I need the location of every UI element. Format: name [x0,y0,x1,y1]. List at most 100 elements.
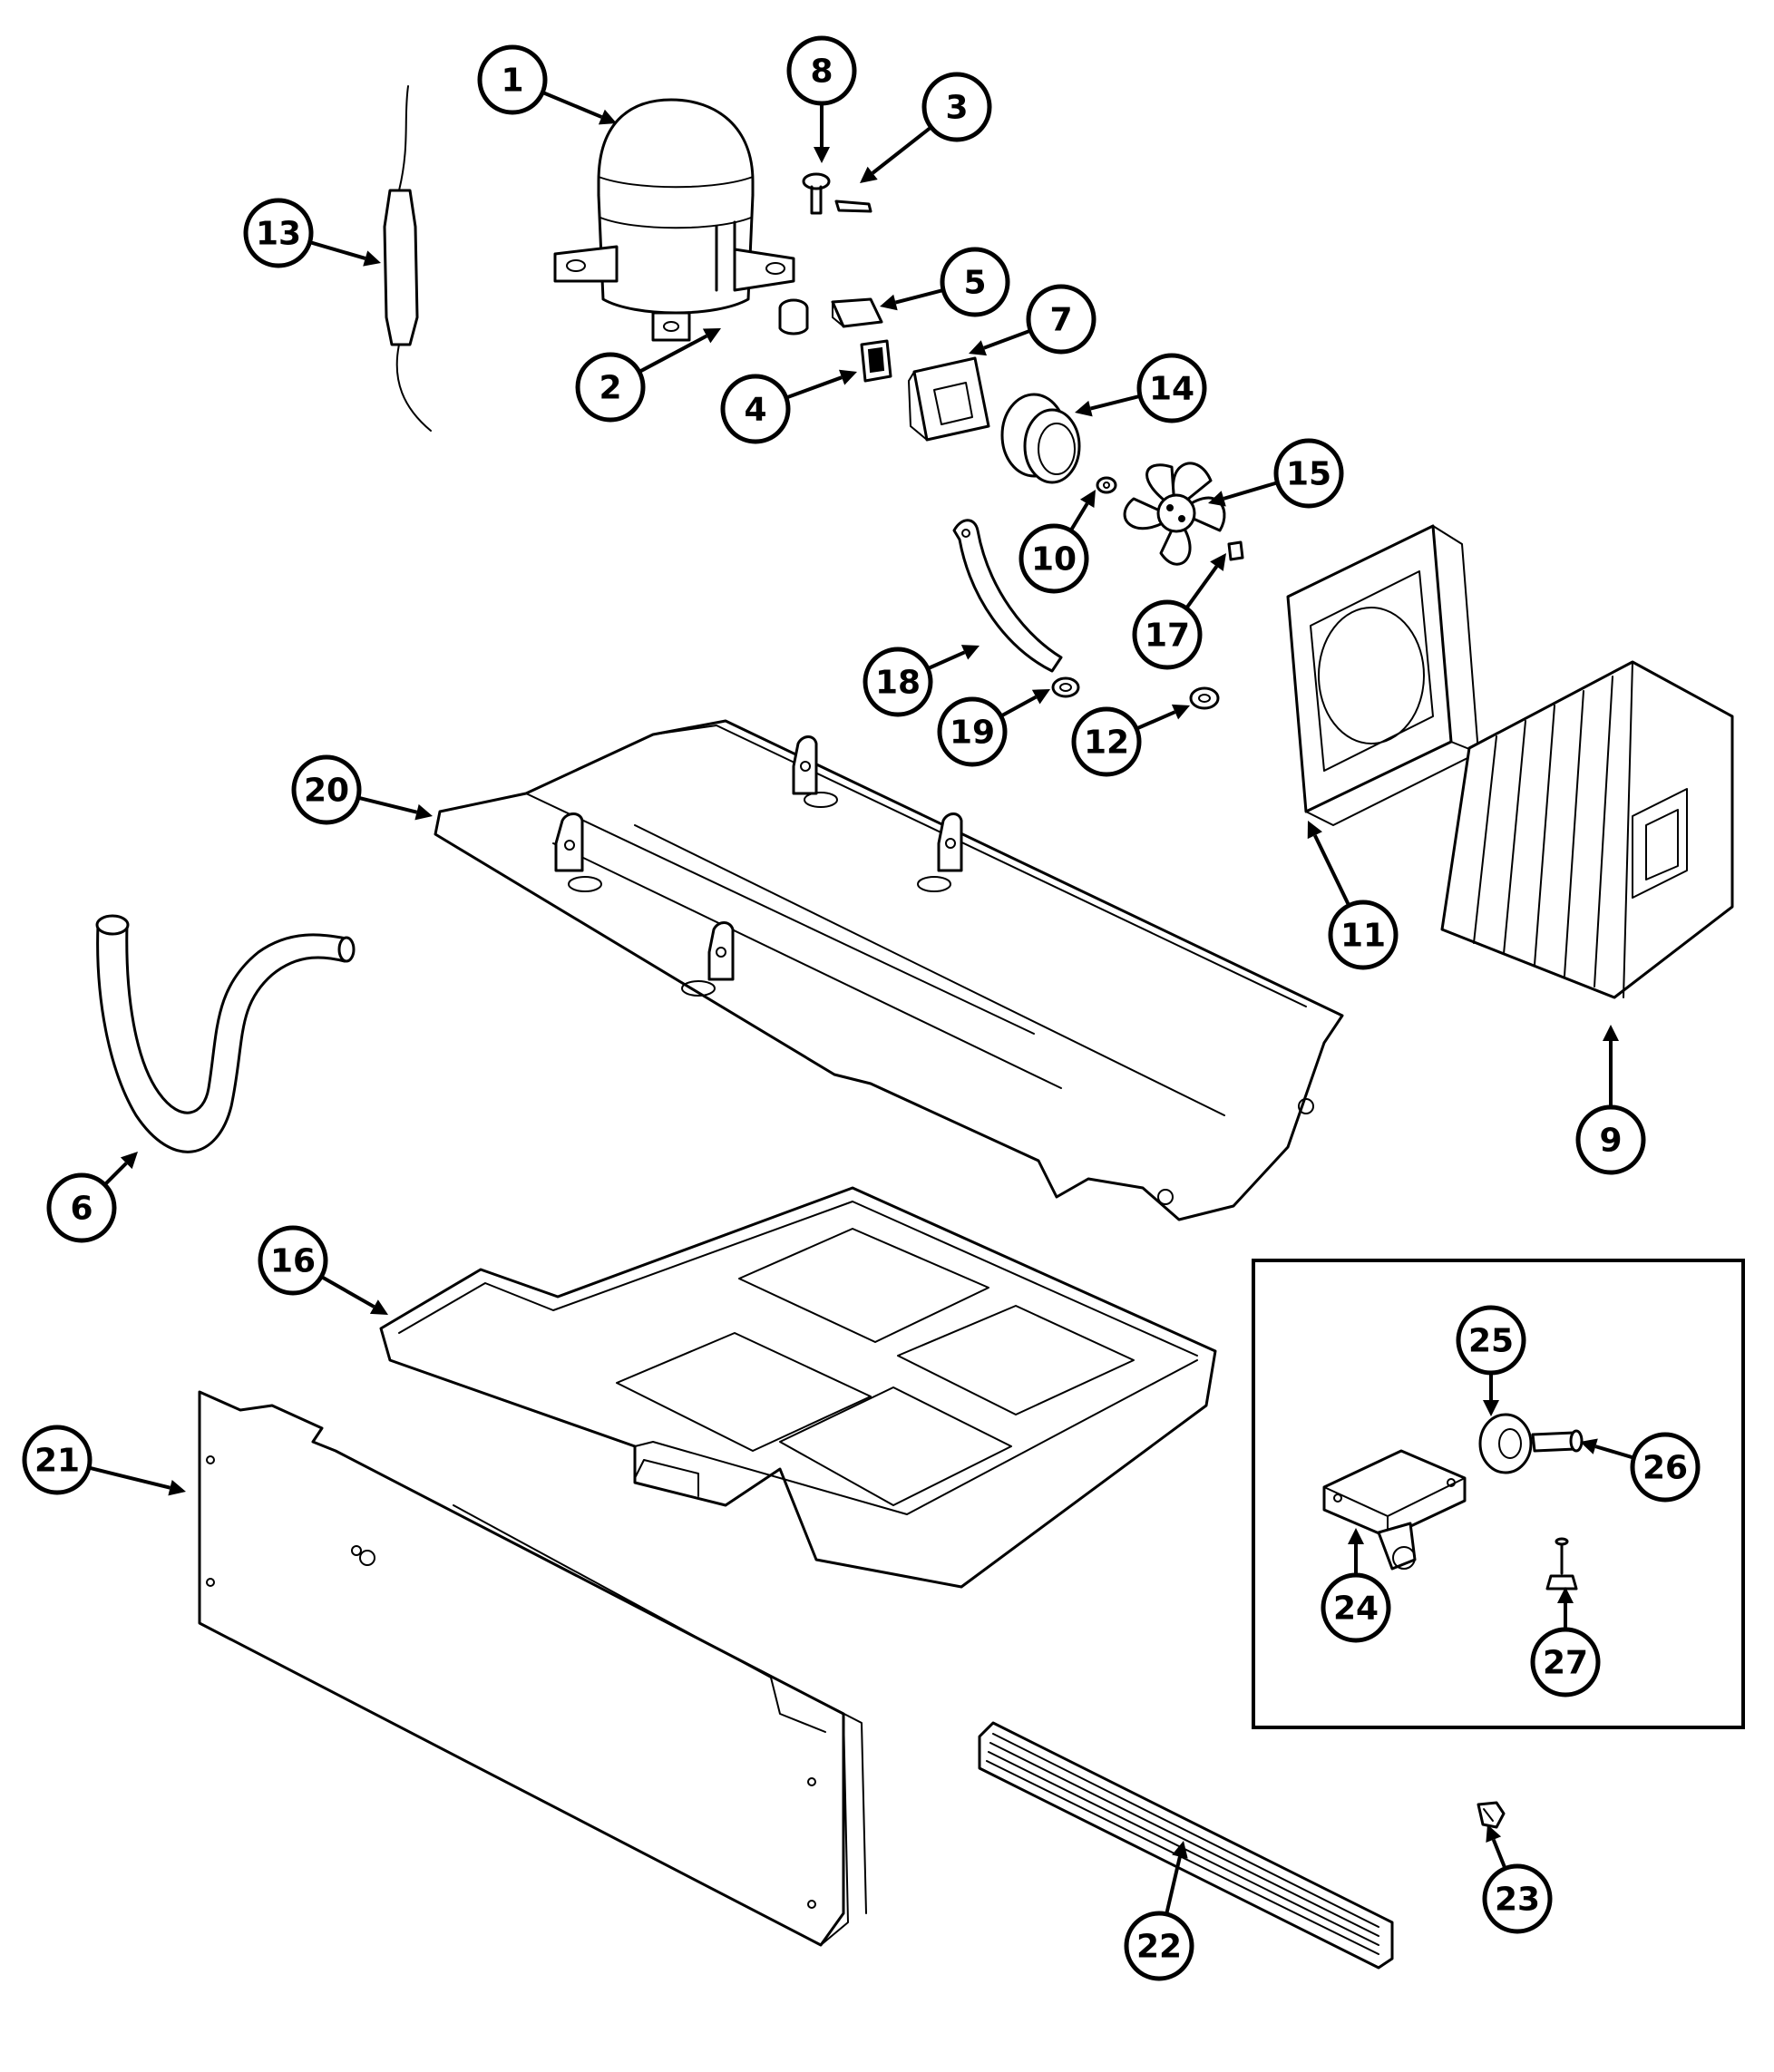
callout-circle-24 [1321,1572,1391,1643]
leader-line-7 [983,328,1031,350]
arrowhead-18 [960,645,980,660]
arrowhead-6 [120,1152,138,1170]
inset-box [1252,1259,1745,1729]
part-6-drain-hose [95,914,356,1153]
callout-13: 13 [243,198,314,268]
callout-19: 19 [937,696,1008,767]
callout-number-27: 27 [1543,1645,1588,1682]
callout-number-19: 19 [950,715,995,752]
callout-circle-20 [291,754,362,825]
arrowhead-21 [168,1479,186,1496]
leader-line-13 [308,240,366,260]
arrowhead-4 [839,369,857,385]
callout-22: 22 [1124,1911,1194,1981]
arrowhead-5 [880,294,898,311]
leader-line-2 [638,334,708,374]
callout-circle-27 [1530,1627,1601,1697]
part-12-grommet [1189,686,1220,710]
arrowhead-17 [1210,553,1226,571]
arrowhead-11 [1307,821,1322,840]
callout-number-6: 6 [70,1191,93,1228]
callout-number-4: 4 [744,392,766,429]
callout-circle-1 [477,44,548,115]
part-18-motor-bracket [952,519,1063,673]
arrowhead-13 [363,250,381,267]
callout-number-9: 9 [1599,1123,1622,1160]
part-9-condenser [1440,660,1734,999]
part-27-leveling-leg [1545,1537,1578,1590]
part-24-caster-bracket [1322,1449,1467,1571]
part-8-screw [802,172,831,215]
leader-line-1 [541,91,603,119]
callout-circle-17 [1132,599,1203,670]
callout-circle-18 [863,647,933,717]
callout-number-8: 8 [810,54,833,91]
callout-number-15: 15 [1286,456,1331,493]
part-1-compressor [553,98,795,342]
callout-number-22: 22 [1136,1929,1182,1966]
part-26-axle-pin [1531,1429,1584,1453]
arrowhead-25 [1483,1400,1499,1416]
callout-number-20: 20 [304,773,349,810]
leader-line-22 [1165,1856,1182,1915]
arrowhead-24 [1348,1528,1364,1544]
callout-8: 8 [786,35,857,106]
part-2-grommet [778,298,809,336]
callout-circle-26 [1630,1432,1701,1503]
part-13-drier-tube [383,85,432,432]
arrowhead-27 [1557,1587,1574,1603]
callout-16: 16 [258,1225,328,1296]
callout-number-25: 25 [1468,1323,1514,1360]
leader-line-15 [1223,481,1279,501]
arrowhead-3 [860,166,878,183]
callout-circle-19 [937,696,1008,767]
callout-number-7: 7 [1049,302,1072,339]
callout-4: 4 [720,374,791,444]
callout-circle-16 [258,1225,328,1296]
callout-23: 23 [1482,1863,1553,1934]
leader-line-4 [785,375,843,400]
arrowhead-12 [1171,704,1190,720]
callout-11: 11 [1328,900,1399,970]
callout-number-5: 5 [963,265,986,302]
leader-line-14 [1089,394,1141,411]
leader-line-19 [999,695,1038,718]
callout-circle-13 [243,198,314,268]
callout-circle-22 [1124,1911,1194,1981]
callout-number-11: 11 [1340,918,1386,955]
arrowhead-9 [1603,1025,1619,1041]
callout-10: 10 [1019,523,1089,594]
leader-line-16 [320,1275,375,1308]
callout-number-16: 16 [270,1243,316,1280]
arrowhead-22 [1172,1841,1188,1859]
leader-line-6 [103,1162,128,1186]
arrowhead-23 [1486,1824,1502,1843]
callout-number-1: 1 [501,63,523,100]
part-14-fan-motor [1000,393,1081,484]
part-17-clip [1227,540,1244,561]
part-4-relay [860,339,892,383]
callout-number-12: 12 [1084,725,1129,762]
callout-number-18: 18 [875,665,921,702]
callout-21: 21 [22,1425,93,1495]
leader-line-18 [927,650,966,671]
callout-circle-5 [940,247,1010,317]
callout-24: 24 [1321,1572,1391,1643]
callout-number-10: 10 [1031,541,1077,579]
callout-number-26: 26 [1642,1450,1688,1487]
part-16-drain-pan [379,1186,1217,1589]
callout-number-14: 14 [1149,371,1194,408]
arrowhead-8 [814,147,830,163]
arrowhead-19 [1031,689,1050,705]
callout-number-21: 21 [34,1443,80,1480]
callout-12: 12 [1071,706,1142,777]
part-11-fan-shroud [1286,524,1479,826]
callout-circle-25 [1456,1305,1526,1376]
callout-9: 9 [1575,1104,1646,1175]
callout-6: 6 [46,1172,117,1243]
part-25-wheel [1478,1413,1533,1474]
callout-5: 5 [940,247,1010,317]
callout-circle-3 [921,72,992,142]
